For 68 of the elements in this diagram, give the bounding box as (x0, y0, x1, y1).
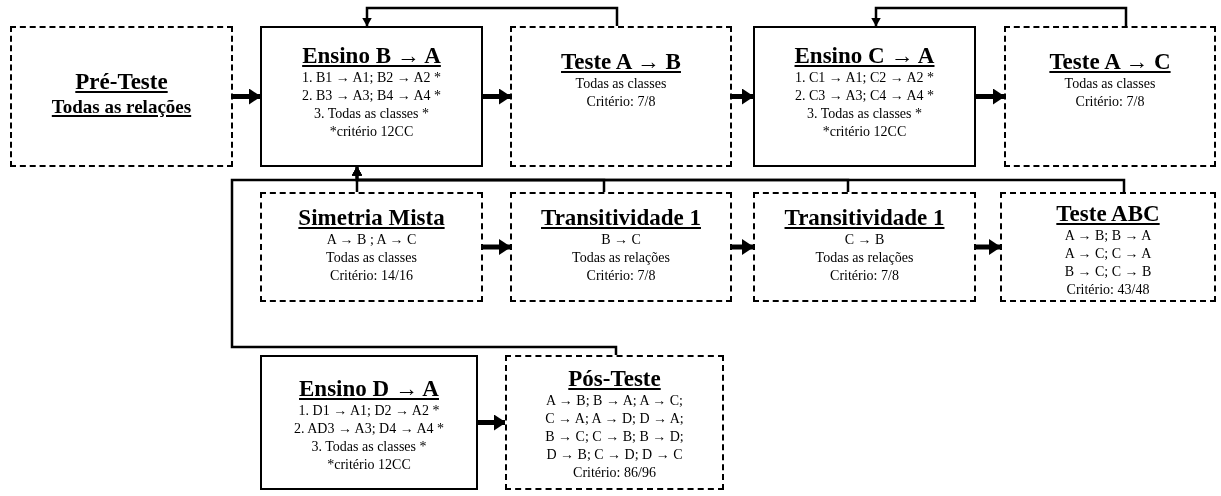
box-title: Pré-Teste (75, 68, 168, 95)
arrow (233, 88, 261, 105)
box-title: Ensino B → A (302, 42, 441, 69)
box-title: Ensino C → A (794, 42, 935, 69)
box-text: B → C; C → B (1064, 263, 1152, 281)
arrow (362, 6, 619, 27)
box-title: Transitividade 1 (784, 204, 945, 231)
dashed-box (510, 26, 732, 167)
box-text: B → C (601, 231, 641, 249)
box-text: 2. C3 → A3; C4 → A4 * (794, 87, 935, 105)
box-text: 2. B3 → A3; B4 → A4 * (301, 87, 442, 105)
arrow (483, 88, 511, 105)
box-text: Todas as classes (575, 75, 667, 93)
dashed-box (510, 192, 732, 302)
box-text: Critério: 7/8 (586, 93, 656, 111)
box-text: Critério: 7/8 (1075, 93, 1145, 111)
process-box (260, 355, 478, 490)
box-text: C → B (844, 231, 885, 249)
box-text: A → C; C → A (1064, 245, 1152, 263)
box-text: Critério: 86/96 (573, 464, 656, 482)
box-text: Critério: 43/48 (1066, 281, 1150, 299)
box-text: 1. D1 → A1; D2 → A2 * (298, 402, 440, 420)
box-text: 3. Todas as classes * (311, 438, 427, 456)
box-text: 1. C1 → A1; C2 → A2 * (794, 69, 935, 87)
arrow (478, 414, 506, 431)
arrow (230, 166, 618, 355)
box-text: A → B ; A → C (326, 231, 417, 249)
box-text: A → B; B → A (1064, 227, 1152, 245)
box-text: Todas as relações (572, 249, 670, 267)
dashed-box (505, 355, 724, 490)
arrow (871, 6, 1128, 27)
arrow (732, 239, 754, 255)
arrow (732, 88, 754, 105)
box-title: Teste A → B (561, 48, 681, 75)
box-title: Teste A → C (1049, 48, 1171, 75)
box-text: D → B; C → D; D → C (546, 446, 683, 464)
dashed-box (260, 192, 483, 302)
box-text: Todas as relações (815, 249, 914, 267)
process-box (260, 26, 483, 167)
box-text: 3. Todas as classes * (807, 105, 922, 123)
box-text: Critério: 14/16 (330, 267, 413, 285)
dashed-box (1004, 26, 1216, 167)
box-text: *critério 12CC (822, 123, 907, 141)
dashed-box (753, 192, 976, 302)
box-title: Transitividade 1 (541, 204, 701, 231)
box-title: Pós-Teste (568, 365, 661, 392)
arrow (483, 239, 511, 255)
dashed-box (10, 26, 233, 167)
box-text: Todas as classes (326, 249, 417, 267)
box-title: Simetria Mista (298, 204, 445, 231)
arrow (976, 88, 1005, 105)
box-title: Teste ABC (1056, 200, 1160, 227)
dashed-box (1000, 192, 1216, 302)
box-text: 3. Todas as classes * (314, 105, 429, 123)
box-text: B → C; C → B; B → D; (545, 428, 684, 446)
process-box (753, 26, 976, 167)
box-text: Todas as relações (51, 95, 192, 119)
box-text: 1. B1 → A1; B2 → A2 * (301, 69, 442, 87)
box-text: A → B; B → A; A → C; (546, 392, 683, 410)
box-text: 2. AD3 → A3; D4 → A4 * (293, 420, 445, 438)
box-title: Ensino D → A (299, 375, 439, 402)
box-text: Todas as classes (1064, 75, 1156, 93)
box-text: Critério: 7/8 (586, 267, 656, 285)
arrow (976, 239, 1001, 255)
box-text: Critério: 7/8 (830, 267, 899, 285)
box-text: C → A; A → D; D → A; (545, 410, 684, 428)
box-text: *critério 12CC (327, 456, 411, 474)
box-text: *critério 12CC (329, 123, 414, 141)
